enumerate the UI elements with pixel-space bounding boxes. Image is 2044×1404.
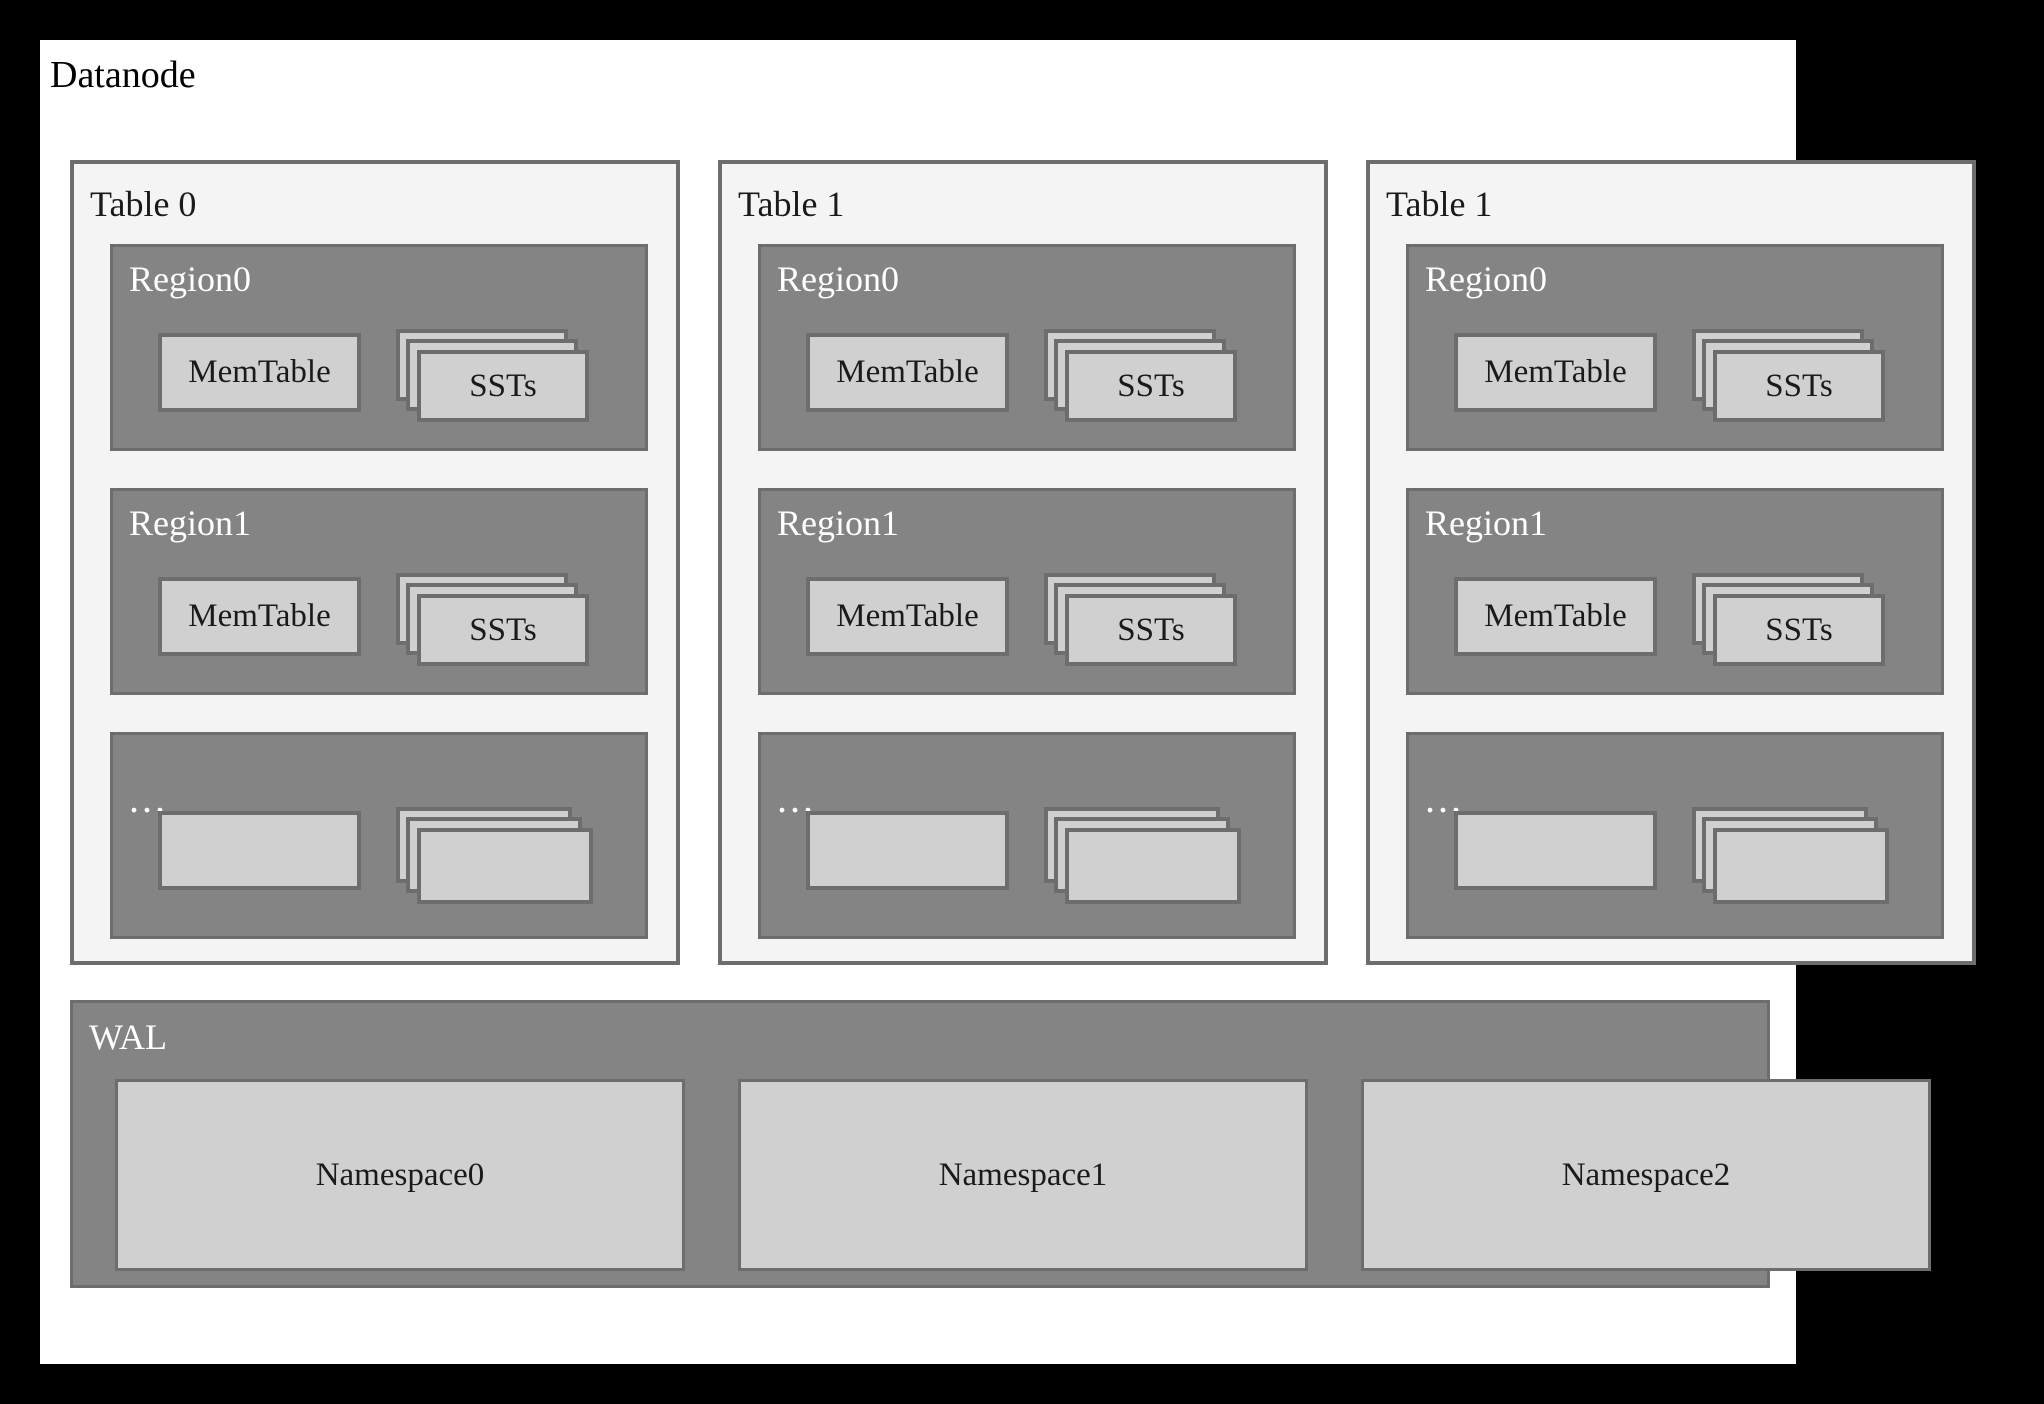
- sst-sheet-front[interactable]: SSTs: [1065, 350, 1237, 422]
- region-block[interactable]: Region0 MemTable SSTs: [1406, 244, 1944, 451]
- region-block[interactable]: Region1 MemTable SSTs: [110, 488, 648, 695]
- memtable-box[interactable]: MemTable: [158, 333, 361, 412]
- region-label: Region1: [129, 503, 251, 543]
- sst-stack[interactable]: SSTs: [1044, 573, 1239, 668]
- sst-stack[interactable]: [396, 807, 593, 904]
- memtable-box[interactable]: [1454, 811, 1657, 890]
- diagram-canvas: Datanode Table 0 Region0 MemTable SSTs R…: [40, 40, 1976, 1364]
- region-label: Region1: [777, 503, 899, 543]
- sst-sheet-front[interactable]: SSTs: [417, 594, 589, 666]
- wal-block[interactable]: WAL Namespace0 Namespace1 Namespace2: [70, 1000, 1931, 1288]
- memtable-box[interactable]: MemTable: [158, 577, 361, 656]
- region-label: Region1: [1425, 503, 1547, 543]
- table-label: Table 0: [90, 184, 197, 224]
- table-label: Table 1: [1386, 184, 1493, 224]
- region-block[interactable]: Region1 MemTable SSTs: [1406, 488, 1944, 695]
- table-panel-0[interactable]: Table 0 Region0 MemTable SSTs Region1 Me…: [70, 160, 680, 965]
- memtable-box[interactable]: MemTable: [806, 577, 1009, 656]
- memtable-box[interactable]: MemTable: [1454, 333, 1657, 412]
- memtable-box[interactable]: [806, 811, 1009, 890]
- memtable-box[interactable]: MemTable: [806, 333, 1009, 412]
- sst-sheet-front[interactable]: [1065, 828, 1241, 904]
- sst-sheet-front[interactable]: [417, 828, 593, 904]
- region-block[interactable]: Region0 MemTable SSTs: [758, 244, 1296, 451]
- sst-sheet-front[interactable]: SSTs: [1065, 594, 1237, 666]
- namespace-box-2[interactable]: Namespace2: [1361, 1079, 1931, 1271]
- sst-stack[interactable]: SSTs: [396, 329, 591, 424]
- wal-label: WAL: [89, 1017, 167, 1057]
- namespace-box-1[interactable]: Namespace1: [738, 1079, 1308, 1271]
- region-label: Region0: [777, 259, 899, 299]
- table-panel-2[interactable]: Table 1 Region0 MemTable SSTs Region1 Me…: [1366, 160, 1976, 965]
- table-panel-1[interactable]: Table 1 Region0 MemTable SSTs Region1 Me…: [718, 160, 1328, 965]
- region-block-more[interactable]: ...: [758, 732, 1296, 939]
- sst-stack[interactable]: SSTs: [1692, 329, 1887, 424]
- sst-stack[interactable]: [1044, 807, 1241, 904]
- sst-sheet-front[interactable]: SSTs: [417, 350, 589, 422]
- sst-sheet-front[interactable]: SSTs: [1713, 594, 1885, 666]
- sst-sheet-front[interactable]: SSTs: [1713, 350, 1885, 422]
- region-block-more[interactable]: ...: [110, 732, 648, 939]
- region-label: Region0: [1425, 259, 1547, 299]
- page-title: Datanode: [50, 54, 196, 96]
- sst-stack[interactable]: SSTs: [1692, 573, 1887, 668]
- region-block-more[interactable]: ...: [1406, 732, 1944, 939]
- region-block[interactable]: Region0 MemTable SSTs: [110, 244, 648, 451]
- region-block[interactable]: Region1 MemTable SSTs: [758, 488, 1296, 695]
- tables-row: Table 0 Region0 MemTable SSTs Region1 Me…: [70, 160, 1976, 965]
- sst-sheet-front[interactable]: [1713, 828, 1889, 904]
- sst-stack[interactable]: SSTs: [1044, 329, 1239, 424]
- region-label: Region0: [129, 259, 251, 299]
- namespace-box-0[interactable]: Namespace0: [115, 1079, 685, 1271]
- memtable-box[interactable]: MemTable: [1454, 577, 1657, 656]
- sst-stack[interactable]: [1692, 807, 1889, 904]
- table-label: Table 1: [738, 184, 845, 224]
- memtable-box[interactable]: [158, 811, 361, 890]
- sst-stack[interactable]: SSTs: [396, 573, 591, 668]
